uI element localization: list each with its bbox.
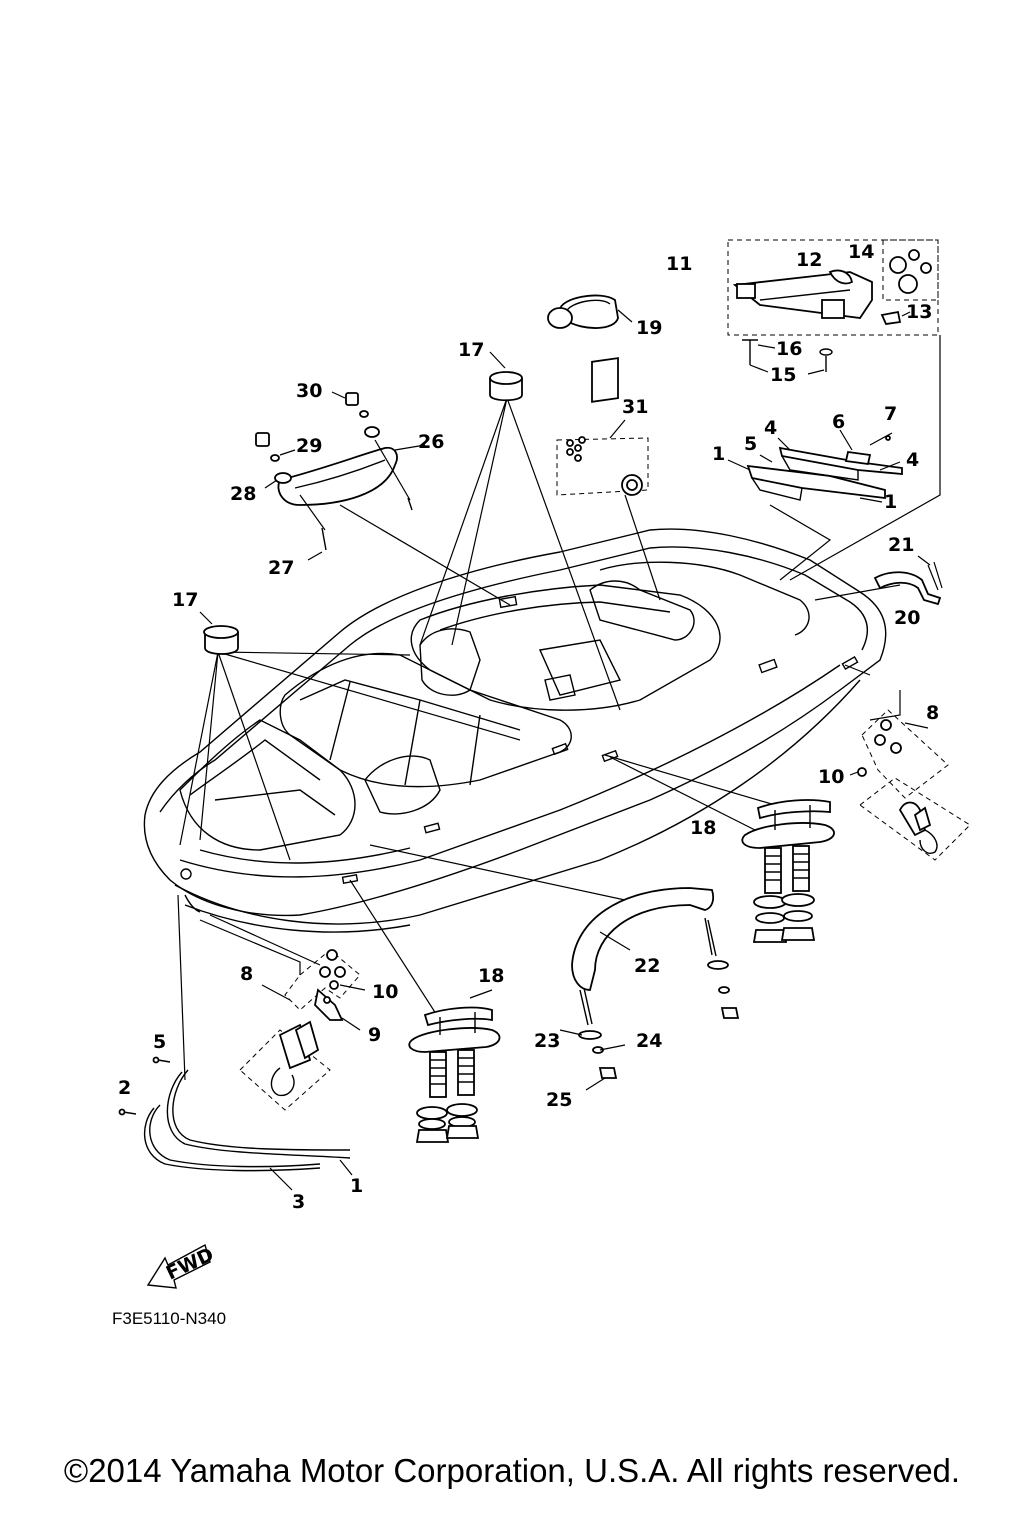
boat-hull — [143, 528, 887, 933]
callout-29: 29 — [296, 435, 322, 457]
callout-1-upper-right: 1 — [884, 491, 897, 513]
engine-mount-box — [727, 239, 939, 336]
leader-lines — [177, 335, 941, 1081]
callout-9: 9 — [368, 1024, 381, 1046]
bolt-16 — [742, 339, 758, 365]
fwd-arrow-icon: FWD — [146, 1244, 217, 1289]
callout-labels: 11 12 14 13 16 15 19 17 30 31 4 6 7 29 2… — [118, 241, 939, 1213]
callout-1-lower: 1 — [350, 1175, 363, 1197]
fwd-label: FWD — [163, 1244, 217, 1285]
nut-13 — [880, 310, 902, 325]
callout-10-right: 10 — [818, 766, 844, 788]
callout-4-upper: 4 — [764, 417, 777, 439]
callout-18-left: 18 — [478, 965, 504, 987]
callout-21: 21 — [888, 534, 914, 556]
mount-rails — [727, 429, 903, 503]
callout-4-lower: 4 — [906, 449, 919, 471]
engine-mount-part — [732, 271, 873, 319]
callout-5-lower: 5 — [153, 1031, 166, 1053]
callout-14: 14 — [848, 241, 874, 263]
callout-7: 7 — [884, 403, 897, 425]
callout-25: 25 — [546, 1089, 572, 1111]
tow-rope-handle — [547, 294, 633, 329]
callout-23: 23 — [534, 1030, 560, 1052]
callout-19: 19 — [636, 317, 662, 339]
callout-26: 26 — [418, 431, 444, 453]
grab-handle — [277, 439, 426, 511]
callout-17-left: 17 — [172, 589, 198, 611]
callout-12: 12 — [796, 249, 822, 271]
part-12 — [828, 269, 854, 285]
callout-22: 22 — [634, 955, 660, 977]
rubber-dampers — [889, 249, 932, 294]
part-14-box — [882, 239, 939, 301]
callout-1-upper-left: 1 — [712, 443, 725, 465]
callout-30: 30 — [296, 380, 322, 402]
drain-tube — [873, 555, 943, 606]
cleat-left — [408, 989, 501, 1143]
callout-13: 13 — [906, 301, 932, 323]
cap-29 — [255, 432, 270, 447]
cup-holder-upper — [489, 351, 523, 402]
callout-18-right: 18 — [690, 817, 716, 839]
diagram-code: F3E5110-N340 — [112, 1309, 226, 1328]
callout-2: 2 — [118, 1077, 131, 1099]
trim-strips — [118, 1056, 353, 1191]
washer-28 — [274, 472, 292, 484]
callout-6: 6 — [832, 411, 845, 433]
callout-16: 16 — [776, 338, 802, 360]
callout-27: 27 — [268, 557, 294, 579]
washer-30a — [359, 410, 369, 418]
cup-holder-left — [199, 611, 239, 655]
screw-27 — [321, 527, 327, 551]
callout-17-upper: 17 — [458, 339, 484, 361]
callout-10-left: 10 — [372, 981, 398, 1003]
callout-20: 20 — [894, 607, 920, 629]
washer-30b — [364, 426, 380, 438]
callout-8-right: 8 — [926, 702, 939, 724]
cleat-right — [741, 799, 835, 943]
ski-tow-rail — [559, 887, 740, 1091]
callout-5-upper: 5 — [744, 433, 757, 455]
washer-16 — [819, 348, 833, 356]
callout-15: 15 — [770, 364, 796, 386]
cap-30 — [345, 392, 359, 406]
callout-31: 31 — [622, 396, 648, 418]
callout-8-left: 8 — [240, 963, 253, 985]
callout-3: 3 — [292, 1191, 305, 1213]
bow-eye-right — [849, 709, 971, 861]
washer-29 — [270, 454, 280, 462]
bow-eye-left — [239, 949, 366, 1111]
callout-28: 28 — [230, 483, 256, 505]
copyright-notice: ©2014 Yamaha Motor Corporation, U.S.A. A… — [64, 1452, 960, 1489]
callout-11: 11 — [666, 253, 692, 275]
callout-24: 24 — [636, 1030, 662, 1052]
fuel-plate-assy — [556, 357, 649, 496]
